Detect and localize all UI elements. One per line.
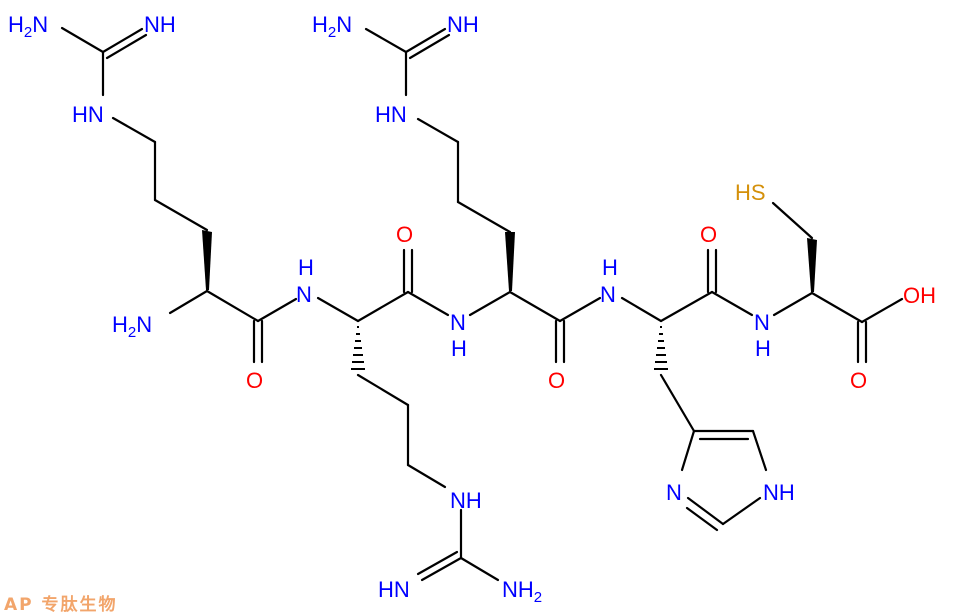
arg1-guan-nh-label: NH	[144, 12, 176, 37]
arg3-backbone	[468, 290, 602, 364]
his-ring-nh: NH	[763, 480, 795, 505]
arg1-carbonyl-o: O	[246, 368, 263, 393]
his-ring-n: N	[666, 480, 682, 505]
arg2-backbone	[316, 248, 450, 323]
amide4-h: H	[755, 336, 771, 361]
arg3-guan-nh-label: NH	[447, 12, 479, 37]
watermark-logo: AP 专肽生物	[4, 595, 118, 615]
his-carbonyl-o: O	[700, 222, 717, 247]
arg2-side-chain	[356, 373, 500, 582]
amide1-h: H	[298, 255, 314, 280]
his-hash-bond	[654, 326, 668, 370]
arg1-side-chain	[153, 140, 212, 290]
arg3-carbonyl-o: O	[548, 368, 565, 393]
arg1-guan-nh2-label: H2N	[8, 12, 48, 41]
his-backbone	[620, 248, 754, 323]
arg3-guan-nh2-label: H2N	[312, 12, 352, 41]
arg2-guan-hn-label: HN	[378, 577, 410, 602]
amide2-n: N	[450, 310, 466, 335]
his-imidazole	[659, 373, 768, 532]
arg2-hash-bond	[351, 326, 365, 370]
arg2-guan-nh2-label: NH2	[502, 577, 542, 606]
arg1-guanidine	[60, 26, 157, 144]
amide3-h: H	[602, 255, 618, 280]
arg1-guan-hn-label: HN	[72, 102, 104, 127]
cys-backbone	[771, 201, 904, 364]
amide1-n: N	[296, 282, 312, 307]
amide2-h: H	[451, 336, 467, 361]
arg3-side-chain	[364, 27, 515, 291]
cys-thiol-label: HS	[735, 180, 766, 205]
cys-carbonyl-o: O	[850, 368, 867, 393]
amide4-n: N	[754, 310, 770, 335]
cys-hydroxyl-label: OH	[903, 283, 936, 308]
amide3-n: N	[600, 282, 616, 307]
arg2-carbonyl-o: O	[396, 222, 413, 247]
arg1-backbone	[168, 289, 298, 364]
n-terminus-label: H2N	[112, 312, 152, 341]
arg3-guan-hn-label: HN	[375, 102, 407, 127]
arg2-side-nh-label: NH	[450, 488, 482, 513]
